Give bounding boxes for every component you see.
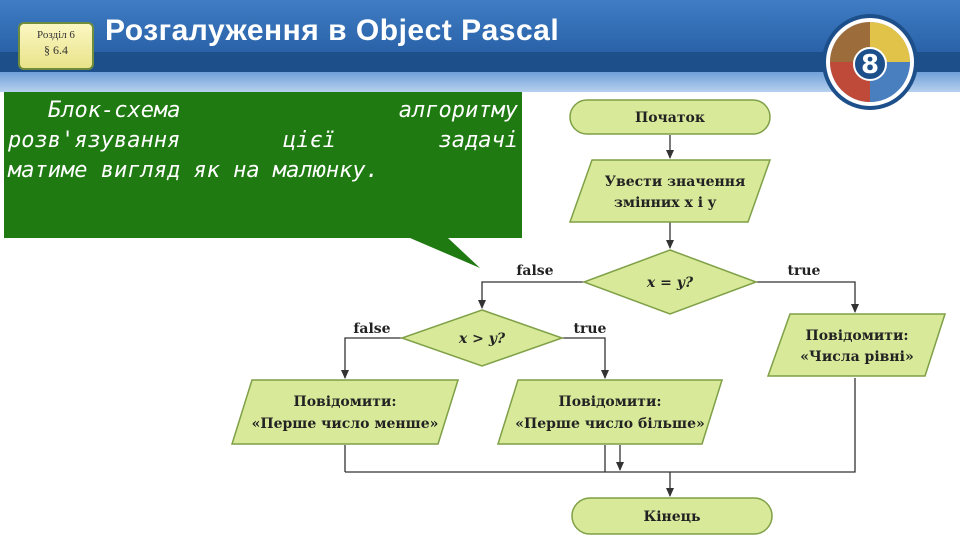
flow-start: Початок bbox=[569, 99, 771, 135]
section-paragraph: § 6.4 bbox=[44, 43, 68, 57]
flow-input-line2: змінних x і y bbox=[614, 195, 717, 211]
flow-output-greater-line2: «Перше число більше» bbox=[515, 416, 704, 432]
flow-input-line1: Увести значення bbox=[605, 174, 746, 190]
header-bar-light bbox=[0, 0, 960, 52]
callout-text: Блок-схема алгоритму розв'язування цієї … bbox=[8, 96, 518, 186]
callout-line-2: розв'язування цієї задачі bbox=[8, 126, 518, 156]
flow-decision-greater: x > y? bbox=[399, 309, 565, 367]
page-title: Розгалуження в Object Pascal bbox=[105, 14, 560, 47]
header-stripe bbox=[0, 72, 960, 92]
callout-line-3: матиме вигляд як на малюнку. bbox=[8, 156, 518, 186]
flow-start-text: Початок bbox=[635, 110, 705, 126]
callout-word: алгоритму bbox=[398, 98, 518, 123]
flow-output-equal: Повідомити: «Числа рівні» bbox=[766, 313, 947, 377]
section-badge: Розділ 6 § 6.4 bbox=[18, 22, 94, 70]
flow-output-greater: Повідомити: «Перше число більше» bbox=[496, 379, 724, 445]
flow-decision-equal: x = y? bbox=[581, 249, 759, 315]
grade-number: 8 bbox=[861, 50, 879, 80]
flow-output-less-line1: Повідомити: bbox=[293, 394, 396, 410]
flow-cond2-true-label: true bbox=[574, 321, 607, 337]
flow-decision-greater-text: x > y? bbox=[458, 331, 506, 347]
callout-word: розв'язування bbox=[8, 128, 181, 153]
flow-cond2-false-label: false bbox=[353, 321, 390, 337]
grade-logo-icon: 8 bbox=[822, 14, 918, 110]
flow-decision-equal-text: x = y? bbox=[646, 275, 694, 291]
callout-word: задачі bbox=[438, 128, 518, 153]
flow-cond1-false-label: false bbox=[516, 263, 553, 279]
callout-line-1: Блок-схема алгоритму bbox=[8, 96, 518, 126]
flow-end-text: Кінець bbox=[643, 509, 700, 525]
flow-cond1-true-label: true bbox=[788, 263, 821, 279]
flow-end: Кінець bbox=[571, 497, 773, 535]
flow-output-less-line2: «Перше число менше» bbox=[252, 416, 439, 432]
flow-output-equal-line2: «Числа рівні» bbox=[800, 349, 913, 365]
section-chapter: Розділ 6 bbox=[37, 29, 75, 41]
callout-word: Блок-схема bbox=[48, 98, 181, 123]
flow-output-equal-line1: Повідомити: bbox=[805, 328, 908, 344]
flow-output-less: Повідомити: «Перше число менше» bbox=[230, 379, 460, 445]
flow-output-greater-line1: Повідомити: bbox=[558, 394, 661, 410]
callout-bubble bbox=[4, 92, 522, 268]
connectors bbox=[341, 135, 859, 497]
callout-word: матиме вигляд як на малюнку. bbox=[8, 158, 379, 183]
callout-word: цієї bbox=[282, 128, 336, 153]
flow-input: Увести значення змінних x і y bbox=[568, 159, 772, 223]
